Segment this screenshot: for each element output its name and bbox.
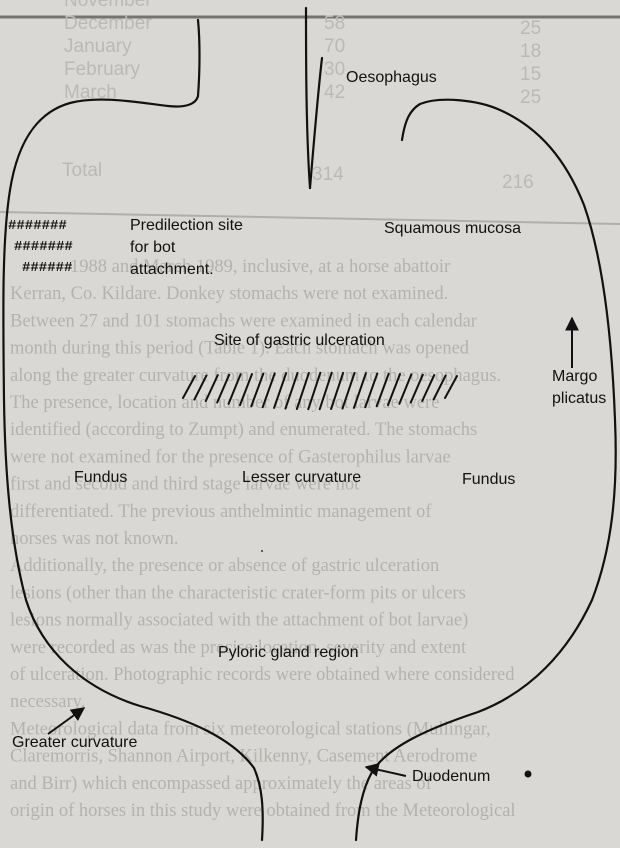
bot-site-hash-3: ###### [22, 260, 72, 276]
table-month-cell: February [64, 59, 141, 80]
table-count-a-cell: 42 [324, 82, 345, 103]
bot-site-hash-2: ####### [14, 239, 73, 255]
label-greater-curvature: Greater curvature [12, 734, 137, 751]
background-text-line: lesions (other than the characteristic c… [10, 583, 466, 603]
background-text-line: necessary. [10, 692, 85, 712]
table-month-cell: December [64, 13, 152, 34]
label-oesophagus: Oesophagus [346, 69, 437, 86]
scan-speck [525, 771, 532, 778]
background-text-line: 1988 and March 1989, inclusive, at a hor… [70, 257, 450, 277]
background-text-line: Between 27 and 101 stomachs were examine… [10, 311, 477, 331]
label-fundus-left: Fundus [74, 469, 127, 486]
label-predilection-line1: Predilection site [130, 217, 243, 234]
label-duodenum: Duodenum [412, 768, 490, 785]
label-fundus-right: Fundus [462, 471, 515, 488]
background-text-line: of ulceration. Photographic records were… [10, 665, 515, 685]
label-margo: Margo [552, 368, 597, 385]
table-count-b-cell: 25 [520, 87, 541, 108]
table-total-label: Total [62, 160, 102, 181]
background-text-line: along the greater curvature from the duo… [10, 366, 501, 386]
label-predilection-line2: for bot [130, 239, 176, 256]
label-predilection-line3: attachment. [130, 261, 214, 278]
table-count-b-cell: 18 [520, 41, 541, 62]
table-count-a-cell: 70 [324, 36, 345, 57]
table-total-a: 314 [312, 164, 344, 185]
background-text-line: The presence, location and number of any… [10, 393, 439, 413]
scan-speck [261, 550, 263, 552]
background-text-line: identified (according to Zumpt) and enum… [10, 420, 477, 440]
table-count-b-cell: 25 [520, 18, 541, 39]
background-text-line: lesions normally associated with the att… [10, 611, 468, 631]
bot-site-hash-1: ####### [8, 218, 67, 234]
oesophagus-left-wall [306, 8, 310, 188]
table-count-a-cell: 30 [324, 59, 345, 80]
label-lesser-curvature: Lesser curvature [242, 469, 361, 486]
table-month-cell: January [64, 36, 132, 57]
label-pyloric-gland-region: Pyloric gland region [218, 644, 359, 661]
background-text-line: Additionally, the presence or absence of… [10, 556, 439, 576]
background-text-line: horses was not known. [10, 529, 179, 549]
background-text-line: Kerran, Co. Kildare. Donkey stomachs wer… [10, 284, 448, 304]
label-site-of-ulceration: Site of gastric ulceration [214, 332, 385, 349]
table-month-cell: November [64, 0, 152, 11]
background-text-line: differentiated. The previous anthelminti… [10, 502, 432, 522]
background-text-line: were not examined for the presence of Ga… [10, 447, 451, 467]
table-total-b: 216 [502, 172, 534, 193]
label-squamous-mucosa: Squamous mucosa [384, 220, 521, 237]
table-count-b-cell: 15 [520, 64, 541, 85]
table-bottom-rule [0, 212, 620, 224]
table-count-a-cell: 58 [324, 13, 345, 34]
label-plicatus: plicatus [552, 390, 606, 407]
